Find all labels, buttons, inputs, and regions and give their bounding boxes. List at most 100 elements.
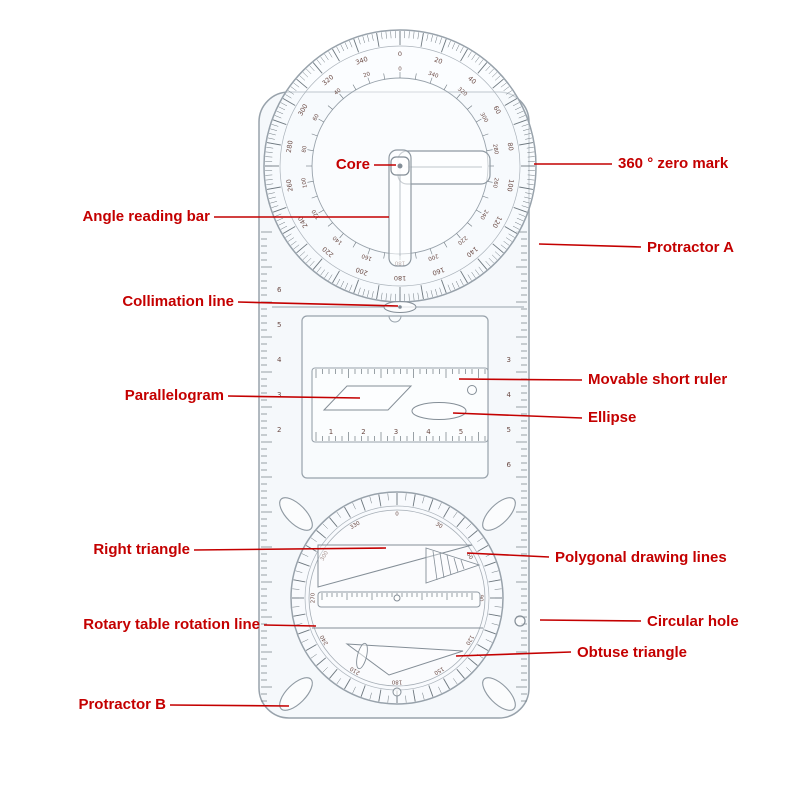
label-ellipse: Ellipse bbox=[588, 409, 637, 426]
svg-text:4: 4 bbox=[277, 356, 282, 364]
svg-text:330: 330 bbox=[349, 520, 362, 531]
svg-text:200: 200 bbox=[427, 252, 439, 261]
small-hole bbox=[467, 385, 477, 395]
svg-text:5: 5 bbox=[507, 426, 511, 434]
bottom-small-hole bbox=[392, 687, 402, 697]
svg-text:5: 5 bbox=[277, 321, 281, 329]
label-polygonal-drawing-lines: Polygonal drawing lines bbox=[555, 549, 727, 566]
short-ruler-ticks bbox=[315, 369, 486, 441]
collimation-line bbox=[272, 301, 524, 313]
svg-text:340: 340 bbox=[354, 55, 368, 67]
svg-text:0: 0 bbox=[395, 512, 399, 518]
label-zero-mark: 360 ° zero mark bbox=[618, 155, 729, 172]
core bbox=[390, 156, 410, 176]
svg-text:40: 40 bbox=[333, 87, 343, 96]
label-protractor-a: Protractor A bbox=[647, 239, 734, 256]
svg-text:3: 3 bbox=[277, 391, 281, 399]
label-obtuse-triangle: Obtuse triangle bbox=[577, 644, 688, 661]
svg-text:100: 100 bbox=[301, 177, 309, 189]
svg-text:60: 60 bbox=[312, 113, 321, 122]
svg-text:160: 160 bbox=[361, 252, 373, 261]
svg-text:120: 120 bbox=[311, 208, 322, 221]
svg-text:5: 5 bbox=[459, 428, 463, 436]
svg-text:320: 320 bbox=[456, 86, 468, 98]
label-core: Core bbox=[335, 156, 370, 173]
svg-text:260: 260 bbox=[491, 177, 499, 189]
reading-crossbar bbox=[397, 150, 491, 185]
corner-slot bbox=[279, 677, 313, 711]
parallelogram-cutout bbox=[322, 385, 413, 411]
protractor-b-ticks bbox=[292, 493, 502, 703]
label-circular-hole: Circular hole bbox=[647, 613, 739, 630]
disc-pivot bbox=[393, 594, 401, 602]
leader-obtuse-triangle bbox=[455, 651, 572, 657]
leader-protractor-b bbox=[169, 704, 290, 707]
obtuse-triangle-cutout bbox=[345, 643, 464, 676]
svg-text:280: 280 bbox=[491, 144, 499, 156]
leader-parallelogram bbox=[227, 395, 361, 399]
leader-movable-short-ruler bbox=[458, 378, 583, 381]
svg-text:2: 2 bbox=[277, 426, 281, 434]
protractor-b-numbers: 0306090120150180210240270300330 bbox=[311, 512, 484, 685]
label-right-triangle: Right triangle bbox=[93, 541, 190, 558]
svg-text:300: 300 bbox=[320, 550, 331, 563]
svg-text:270: 270 bbox=[311, 592, 317, 603]
label-rotary-table-rotation-line: Rotary table rotation line bbox=[83, 616, 260, 633]
svg-text:180: 180 bbox=[394, 274, 406, 282]
protractor-a-ticks bbox=[265, 31, 535, 301]
leader-collimation-line bbox=[237, 301, 399, 307]
corner-slot bbox=[482, 677, 516, 711]
svg-text:260: 260 bbox=[285, 179, 295, 193]
svg-text:180: 180 bbox=[391, 679, 402, 685]
svg-text:3: 3 bbox=[507, 356, 511, 364]
circular-hole bbox=[514, 615, 526, 627]
svg-text:200: 200 bbox=[354, 265, 368, 277]
corner-slots bbox=[279, 497, 516, 711]
ellipse-cutout bbox=[411, 402, 467, 420]
svg-text:60: 60 bbox=[491, 104, 502, 115]
svg-text:60: 60 bbox=[465, 552, 474, 561]
svg-text:150: 150 bbox=[432, 665, 445, 676]
angle-reading-bar bbox=[388, 149, 412, 267]
label-protractor-b: Protractor B bbox=[78, 696, 166, 713]
leader-protractor-a bbox=[538, 243, 642, 248]
svg-text:140: 140 bbox=[332, 234, 344, 246]
polygonal-drawing-lines bbox=[425, 547, 481, 584]
corner-slot bbox=[279, 497, 313, 531]
svg-text:340: 340 bbox=[427, 71, 439, 80]
edge-ruler-right bbox=[516, 231, 527, 702]
corner-slot bbox=[482, 497, 516, 531]
svg-text:100: 100 bbox=[505, 179, 515, 193]
svg-text:0: 0 bbox=[398, 50, 402, 58]
svg-text:80: 80 bbox=[301, 145, 308, 153]
svg-text:1: 1 bbox=[329, 428, 333, 436]
svg-text:6: 6 bbox=[277, 286, 282, 294]
leader-lines bbox=[169, 163, 642, 707]
leader-polygonal-drawing-lines bbox=[466, 552, 550, 558]
slot-cutout bbox=[356, 642, 368, 670]
leader-ellipse bbox=[452, 412, 583, 419]
svg-text:160: 160 bbox=[431, 265, 445, 277]
svg-text:80: 80 bbox=[506, 142, 515, 152]
label-movable-short-ruler: Movable short ruler bbox=[588, 371, 728, 388]
label-parallelogram: Parallelogram bbox=[124, 387, 224, 404]
svg-text:300: 300 bbox=[478, 112, 489, 125]
svg-text:3: 3 bbox=[394, 428, 398, 436]
label-collimation-line: Collimation line bbox=[122, 293, 234, 310]
svg-text:20: 20 bbox=[433, 56, 444, 66]
leader-right-triangle bbox=[193, 547, 387, 551]
label-angle-reading-bar: Angle reading bar bbox=[82, 208, 210, 225]
svg-text:280: 280 bbox=[285, 140, 295, 154]
svg-text:220: 220 bbox=[456, 234, 468, 246]
svg-text:120: 120 bbox=[464, 634, 475, 647]
svg-text:40: 40 bbox=[466, 74, 477, 85]
svg-text:210: 210 bbox=[349, 665, 362, 676]
svg-text:30: 30 bbox=[434, 521, 443, 530]
svg-text:240: 240 bbox=[319, 633, 330, 646]
svg-text:20: 20 bbox=[363, 71, 372, 79]
